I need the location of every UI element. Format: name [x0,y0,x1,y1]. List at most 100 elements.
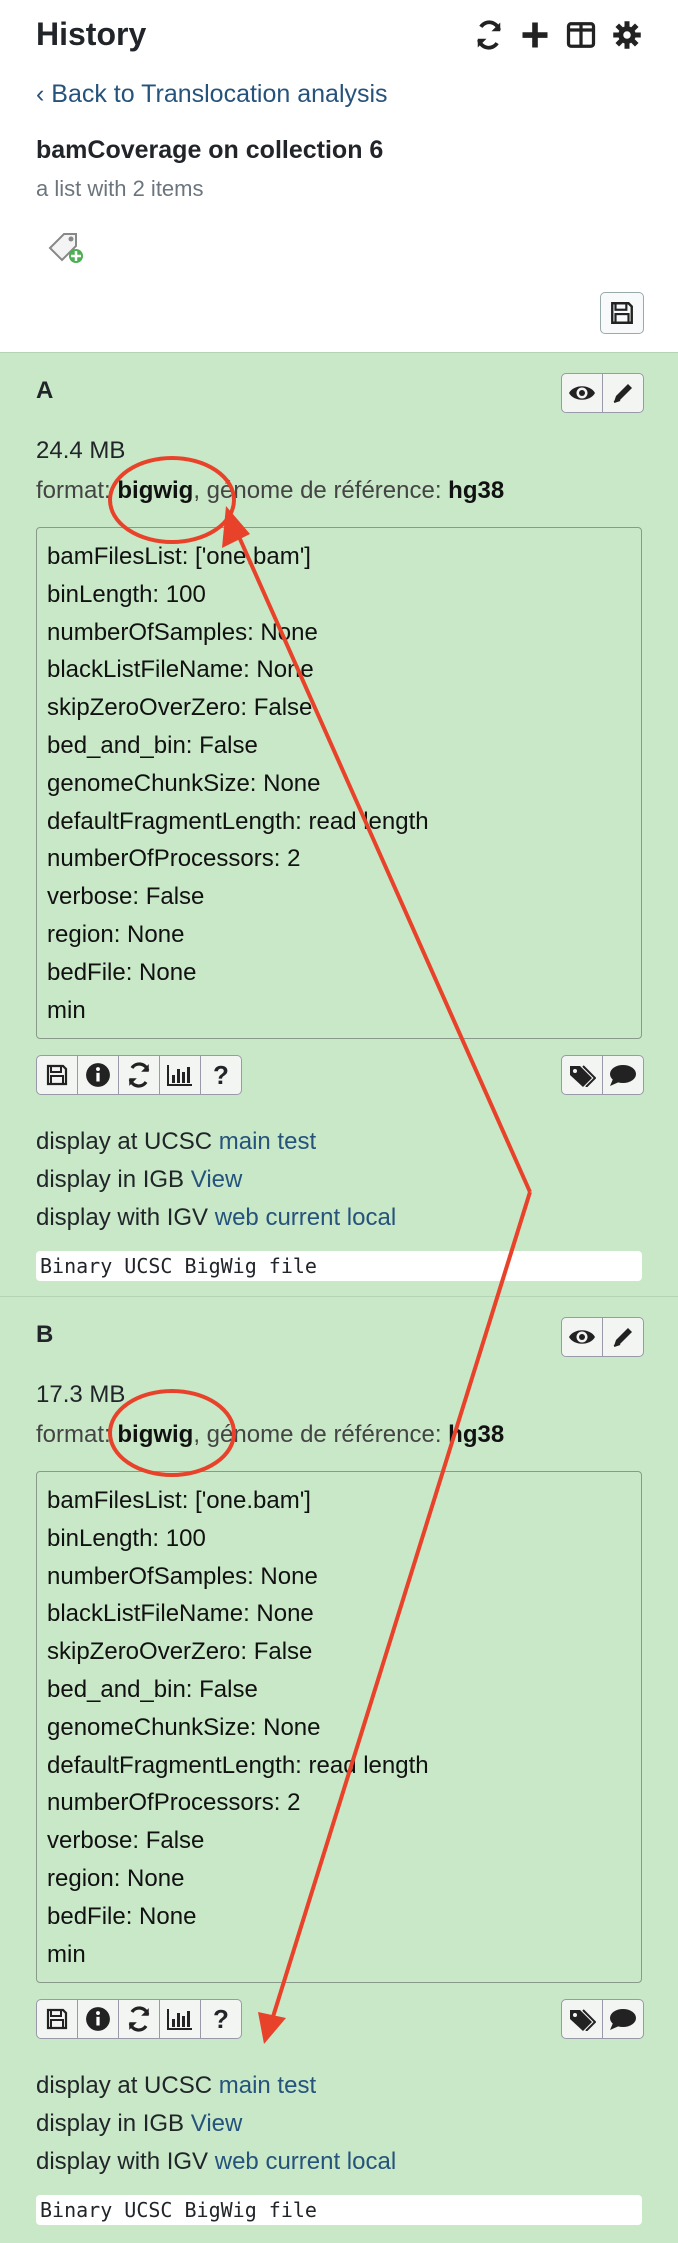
chevron-left-icon: ‹ [36,80,52,108]
igb-link[interactable]: View [190,1166,243,1193]
columns-icon[interactable] [564,18,598,52]
dataset-size: 17.3 MB [36,1381,126,1408]
rerun-button[interactable] [118,1055,160,1095]
param-line: numberOfSamples: None [47,618,318,646]
download-button[interactable] [36,1055,78,1095]
ucsc-links[interactable]: main test [218,1128,317,1155]
param-line: numberOfProcessors: 2 [47,845,301,873]
param-line: bed_and_bin: False [47,1675,258,1703]
floppy-disk-icon [46,1064,68,1086]
param-line: blackListFileName: None [47,656,314,684]
back-link[interactable]: ‹ Back to Translocation analysis [36,80,388,108]
save-collection-button[interactable] [600,292,644,334]
display-igv: display with IGV web current local [36,1204,397,1231]
param-line: min [47,1940,86,1968]
param-line: numberOfProcessors: 2 [47,1789,301,1817]
visualize-button[interactable] [159,1055,201,1095]
param-line: genomeChunkSize: None [47,769,321,797]
tag-icon[interactable] [46,230,86,271]
param-line: skipZeroOverZero: False [47,694,313,722]
info-button[interactable] [77,1055,119,1095]
param-line: blackListFileName: None [47,1600,314,1628]
igv-links[interactable]: web current local [214,2148,397,2175]
param-line: numberOfSamples: None [47,1562,318,1590]
view-button[interactable] [561,1317,603,1357]
tags-icon [570,1065,596,1087]
dataset-info-box: bamFilesList: ['one.bam'] binLength: 100… [36,527,642,1039]
param-line: min [47,996,86,1024]
dataset-tag-actions [561,1999,644,2039]
view-button[interactable] [561,373,603,413]
history-panel-header: History ‹ Back to Translocation analysis… [0,0,678,352]
param-line: verbose: False [47,883,205,911]
pencil-icon [613,1328,632,1347]
dataset-secondary-actions: ? [36,1055,242,1095]
param-line: binLength: 100 [47,1524,206,1552]
igb-link[interactable]: View [190,2110,243,2137]
dataset-peek: Binary UCSC BigWig file [36,2195,642,2225]
dataset-peek: Binary UCSC BigWig file [36,1251,642,1281]
dataset-format-line: format: bigwig, génome de référence: hg3… [36,1421,505,1448]
download-button[interactable] [36,1999,78,2039]
info-icon [86,1063,110,1087]
param-line: bamFilesList: ['one.bam'] [47,543,311,570]
dataset-primary-actions [561,1317,644,1357]
param-line: bedFile: None [47,1902,197,1930]
eye-icon [569,386,595,400]
format-value: bigwig [117,477,194,504]
visualize-button[interactable] [159,1999,201,2039]
param-line: bedFile: None [47,958,197,986]
param-line: verbose: False [47,1827,205,1855]
edit-button[interactable] [602,1317,644,1357]
gear-icon[interactable] [610,18,644,52]
comment-button[interactable] [602,1055,644,1095]
dataset-format-line: format: bigwig, génome de référence: hg3… [36,477,505,504]
param-line: binLength: 100 [47,580,206,608]
info-button[interactable] [77,1999,119,2039]
param-line: bed_and_bin: False [47,731,258,759]
rerun-icon [128,2006,150,2032]
tags-button[interactable] [561,1999,603,2039]
plus-icon[interactable] [518,18,552,52]
comment-icon [610,2009,636,2030]
info-icon [86,2007,110,2031]
help-button[interactable]: ? [200,1055,242,1095]
genome-value: hg38 [448,477,505,504]
param-line: bamFilesList: ['one.bam'] [47,1487,311,1514]
param-line: region: None [47,1864,185,1892]
bar-chart-icon [167,1065,192,1086]
dataset-name[interactable]: A [36,377,54,404]
display-igb: display in IGB View [36,2110,243,2137]
rerun-button[interactable] [118,1999,160,2039]
display-ucsc: display at UCSC main test [36,2072,317,2099]
comment-button[interactable] [602,1999,644,2039]
rerun-icon [128,1062,150,1088]
display-igv: display with IGV web current local [36,2148,397,2175]
dataset-tag-actions [561,1055,644,1095]
display-ucsc: display at UCSC main test [36,1128,317,1155]
question-icon: ? [213,2003,229,2034]
param-line: skipZeroOverZero: False [47,1638,313,1666]
bar-chart-icon [167,2009,192,2030]
refresh-icon[interactable] [472,18,506,52]
param-line: defaultFragmentLength: read length [47,807,429,835]
dataset-primary-actions [561,373,644,413]
collection-subtitle: a list with 2 items [36,176,204,201]
eye-icon [569,1330,595,1344]
edit-button[interactable] [602,373,644,413]
ucsc-links[interactable]: main test [218,2072,317,2099]
pencil-icon [613,384,632,403]
comment-icon [610,1065,636,1086]
dataset-secondary-actions: ? [36,1999,242,2039]
tags-icon [570,2009,596,2031]
collection-name: bamCoverage on collection 6 [36,136,384,164]
genome-value: hg38 [448,1421,505,1448]
param-line: defaultFragmentLength: read length [47,1751,429,1779]
help-button[interactable]: ? [200,1999,242,2039]
igv-links[interactable]: web current local [214,1204,397,1231]
tags-button[interactable] [561,1055,603,1095]
history-title: History [36,16,147,52]
dataset-name[interactable]: B [36,1321,54,1348]
dataset-item: A 24.4 MB format: bigwig, génome de réfé… [0,352,678,1296]
dataset-item: B 17.3 MB format: bigwig, génome de réfé… [0,1296,678,2243]
